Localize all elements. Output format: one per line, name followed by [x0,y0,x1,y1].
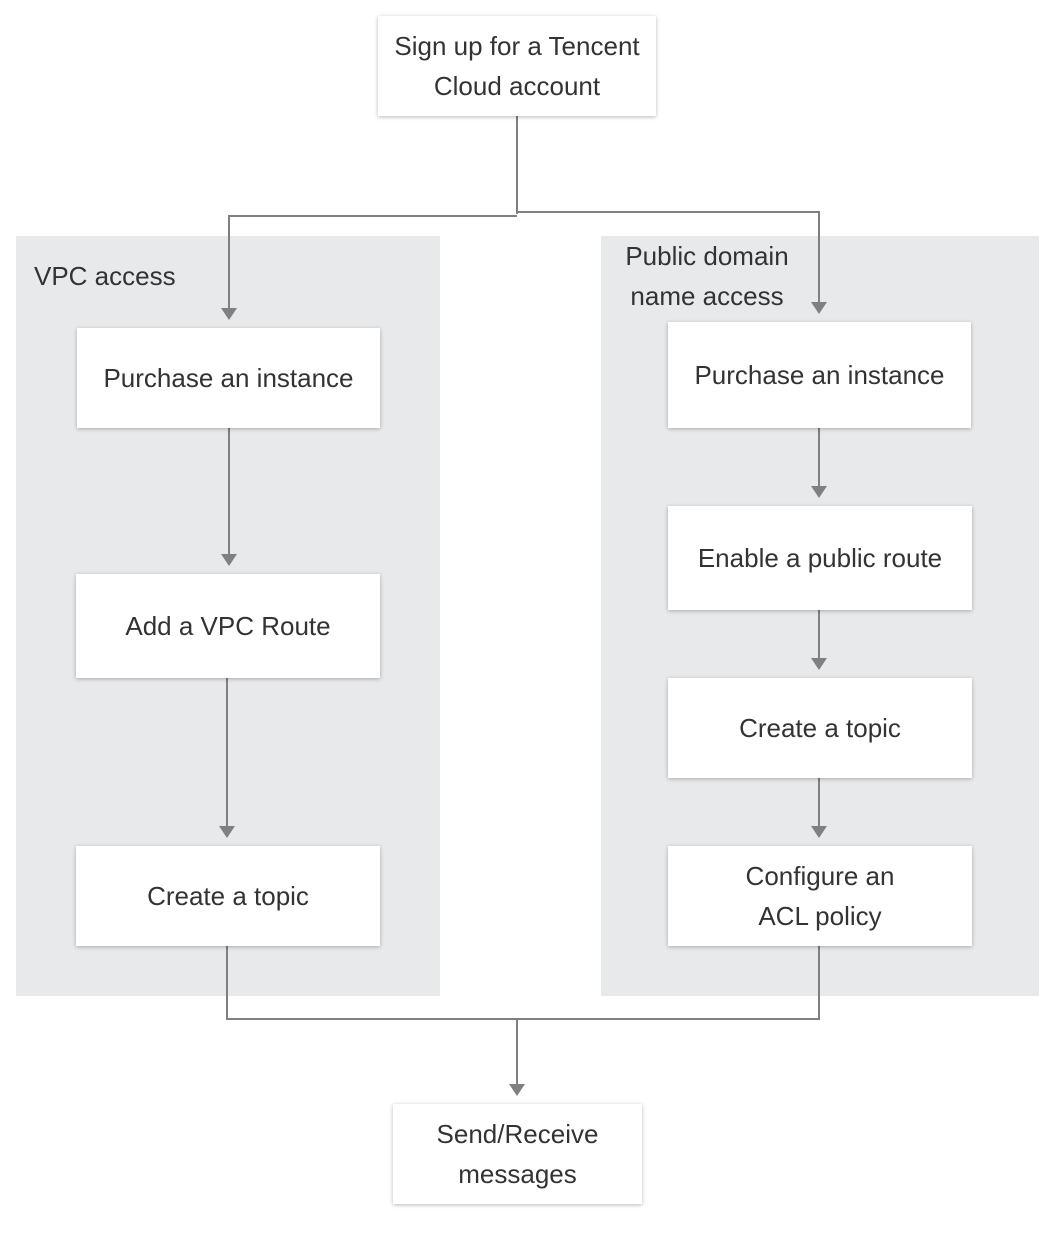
node-public-create-topic: Create a topic [668,678,972,778]
node-vpc-create-topic: Create a topic [76,846,380,946]
node-public-purchase-instance-label: Purchase an instance [694,360,945,390]
node-public-configure-acl-line1: Configure an [745,861,895,891]
public-domain-access-label-line1: Public domain [625,241,789,271]
vpc-access-label: VPC access [34,261,176,291]
public-domain-access-label: Public domain name access [612,236,802,316]
node-public-configure-acl-line2: ACL policy [758,901,882,931]
node-public-enable-route: Enable a public route [668,506,972,610]
node-public-configure-acl: Configure an ACL policy [668,846,972,946]
node-vpc-purchase-instance: Purchase an instance [77,328,380,428]
node-vpc-purchase-instance-label: Purchase an instance [103,363,354,393]
public-domain-access-label-line2: name access [630,281,784,311]
node-send-receive-line1: Send/Receive [436,1119,599,1149]
node-send-receive: Send/Receive messages [393,1104,642,1204]
node-public-enable-route-label: Enable a public route [697,543,943,573]
node-sign-up: Sign up for a Tencent Cloud account [378,16,656,116]
node-vpc-create-topic-label: Create a topic [147,881,309,911]
node-vpc-add-route: Add a VPC Route [76,574,380,678]
node-vpc-add-route-label: Add a VPC Route [125,611,331,641]
node-public-purchase-instance: Purchase an instance [668,322,971,428]
node-sign-up-line2: Cloud account [433,71,601,101]
node-public-create-topic-label: Create a topic [739,713,901,743]
node-send-receive-line2: messages [458,1159,577,1189]
arrowhead-end [509,1084,525,1096]
node-sign-up-line1: Sign up for a Tencent [394,31,640,61]
